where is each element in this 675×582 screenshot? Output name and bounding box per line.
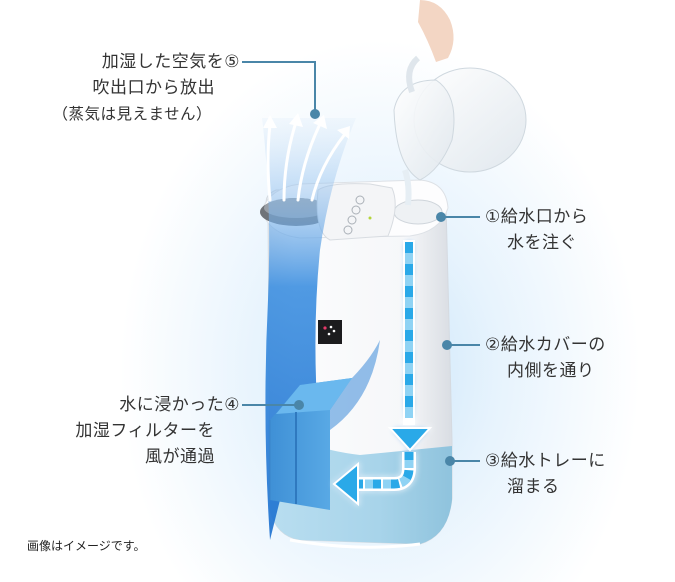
callout-5-line-2: 吹出口から放出 — [92, 78, 215, 98]
leader-dots — [294, 109, 455, 466]
callout-2: ②給水カバーの 内側を通り — [485, 332, 606, 384]
callout-5-line-1: 加湿した空気を⑤ — [101, 52, 240, 72]
callout-5: 加湿した空気を⑤ 吹出口から放出 （蒸気は見えません） — [52, 49, 240, 127]
water-pitcher — [393, 0, 527, 206]
water-flow-arrow — [332, 240, 433, 507]
callout-2-line-1: ②給水カバーの — [485, 335, 606, 355]
leader-dot-2 — [442, 340, 452, 350]
callout-3-line-1: ③給水トレーに — [485, 451, 606, 471]
callout-4-line-1: 水に浸かった④ — [119, 395, 240, 415]
leader-line-5 — [242, 61, 316, 112]
callout-4-line-3: 風が通過 — [145, 447, 215, 467]
leader-dot-4 — [294, 400, 304, 410]
callout-4-line-2: 加湿フィルターを — [75, 421, 215, 441]
callout-3-line-2: 溜まる — [507, 477, 560, 497]
callout-2-line-2: 内側を通り — [507, 361, 595, 381]
control-panel — [316, 183, 396, 241]
callout-5-line-3: （蒸気は見えません） — [52, 105, 212, 123]
callout-1-line-2: 水を注ぐ — [507, 233, 577, 253]
brand-badge — [318, 320, 342, 344]
callout-1: ①給水口から 水を注ぐ — [485, 204, 588, 256]
leader-dot-3 — [445, 456, 455, 466]
callout-3: ③給水トレーに 溜まる — [485, 448, 606, 500]
callout-1-line-1: ①給水口から — [485, 207, 589, 227]
callout-4: 水に浸かった④ 加湿フィルターを 風が通過 — [75, 392, 240, 470]
leader-lines — [242, 61, 480, 462]
leader-dot-5 — [310, 109, 320, 119]
image-disclaimer-note: 画像はイメージです。 — [27, 539, 146, 553]
leader-dot-1 — [436, 212, 446, 222]
